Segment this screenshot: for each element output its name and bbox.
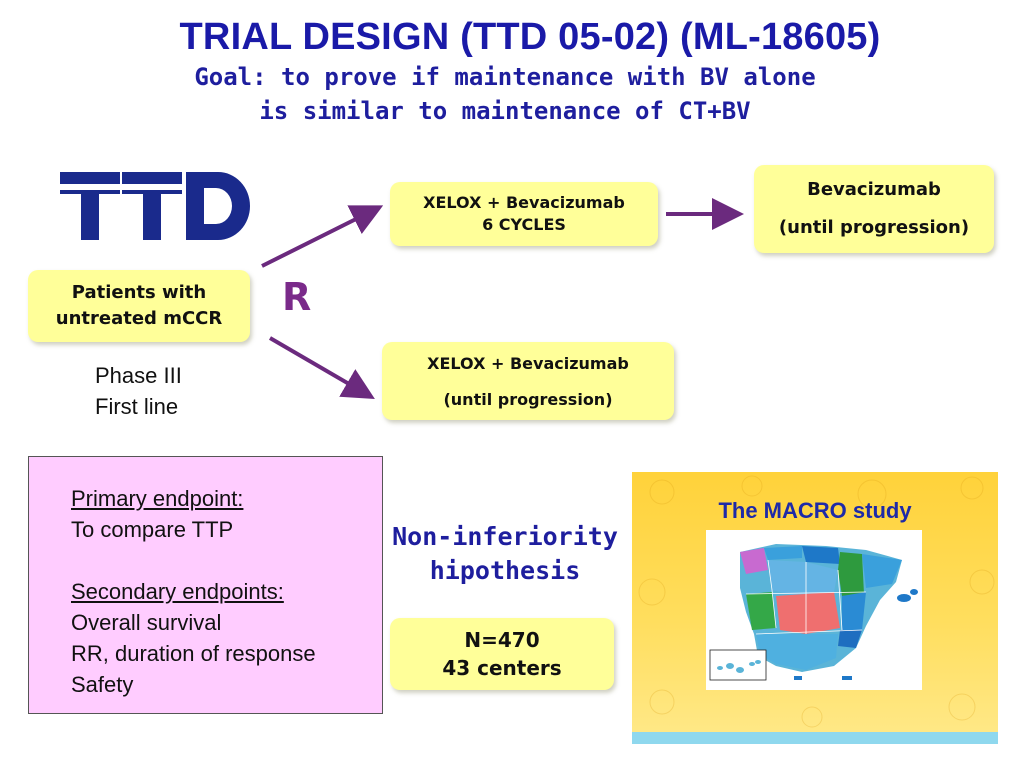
arrow-to-lower-arm — [268, 336, 375, 400]
secondary-endpoint-item: Overall survival — [71, 610, 222, 635]
phase-line-2: First line — [95, 394, 179, 419]
spain-regions-map — [706, 530, 922, 690]
sample-size-box: N=470 43 centers — [390, 618, 614, 690]
primary-endpoint-item: To compare TTP — [71, 517, 234, 542]
endpoint-spacer — [71, 545, 382, 576]
maintenance-line-2: (until progression) — [778, 217, 970, 238]
goal-statement: Goal: to prove if maintenance with BV al… — [150, 60, 860, 128]
sample-line-2: 43 centers — [442, 656, 562, 680]
hypothesis-line-2: hipothesis — [429, 556, 581, 585]
patients-line-1: Patients with — [71, 282, 207, 303]
sample-line-1: N=470 — [464, 628, 540, 652]
patients-line-2: untreated mCCR — [55, 308, 223, 329]
upper-arm-line-1: XELOX + Bevacizumab — [423, 193, 625, 212]
maintenance-box: Bevacizumab (until progression) — [754, 165, 994, 253]
macro-title: The MACRO study — [718, 498, 912, 523]
lower-arm-line-2: (until progression) — [443, 390, 613, 409]
upper-arm-line-2: 6 CYCLES — [482, 215, 566, 234]
endpoints-panel: Primary endpoint: To compare TTP Seconda… — [28, 456, 383, 714]
randomization-label: R — [282, 275, 312, 319]
primary-endpoint-heading: Primary endpoint: — [71, 486, 244, 511]
spain-map — [706, 530, 922, 690]
maintenance-line-1: Bevacizumab — [807, 179, 941, 200]
hypothesis-line-1: Non-inferiority — [392, 522, 618, 551]
phase-label: Phase III First line — [95, 360, 182, 422]
secondary-endpoint-item: RR, duration of response — [71, 641, 316, 666]
macro-study-panel: The MACRO study — [632, 472, 998, 744]
goal-line-2: is similar to maintenance of CT+BV — [259, 97, 751, 125]
secondary-endpoint-item: Safety — [71, 672, 134, 697]
arrow-to-upper-arm — [261, 205, 384, 268]
patients-box: Patients with untreated mCCR — [28, 270, 250, 342]
upper-arm-box: XELOX + Bevacizumab 6 CYCLES — [390, 182, 658, 246]
background-texture — [638, 475, 995, 728]
hypothesis-label: Non-inferiority hipothesis — [380, 520, 630, 588]
bottom-strip — [632, 732, 998, 744]
goal-line-1: Goal: to prove if maintenance with BV al… — [194, 63, 816, 91]
slide-title: TRIAL DESIGN (TTD 05-02) (ML-18605) — [179, 16, 881, 58]
lower-arm-line-1: XELOX + Bevacizumab — [427, 354, 629, 373]
secondary-endpoints-heading: Secondary endpoints: — [71, 579, 284, 604]
ttd-logo — [60, 172, 250, 240]
lower-arm-box: XELOX + Bevacizumab (until progression) — [382, 342, 674, 420]
phase-line-1: Phase III — [95, 363, 182, 388]
